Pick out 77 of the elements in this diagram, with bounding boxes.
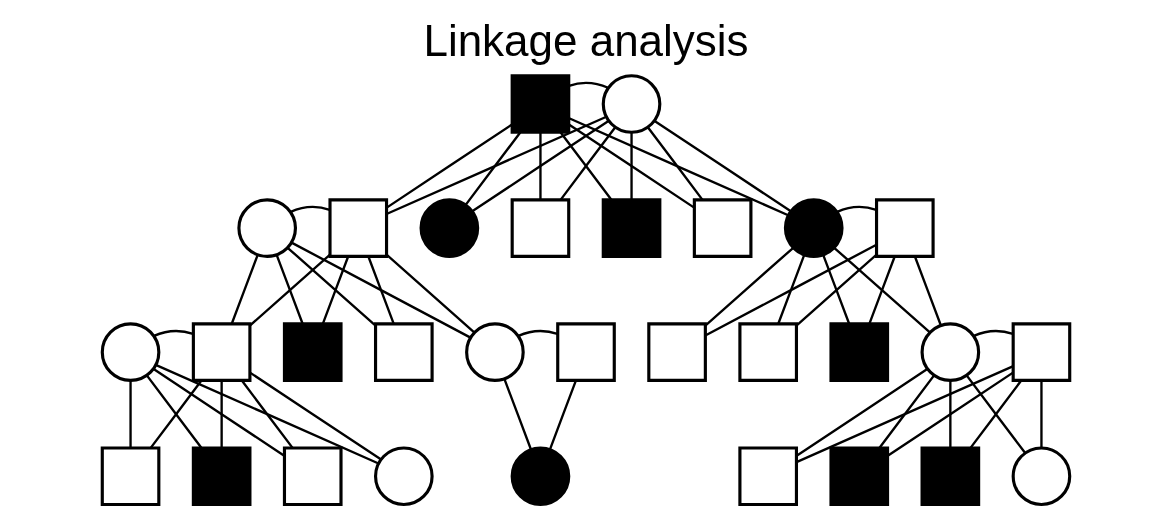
node-box	[738, 446, 799, 507]
connector	[240, 379, 294, 449]
connector	[878, 374, 935, 449]
node-circle	[510, 446, 571, 507]
node-box	[1011, 322, 1072, 382]
connector	[517, 329, 558, 338]
connector	[822, 254, 851, 325]
node-box	[920, 446, 981, 507]
connector	[287, 247, 377, 327]
node-circle	[601, 74, 662, 134]
connector	[290, 205, 331, 213]
connector	[230, 254, 259, 325]
connector	[795, 253, 878, 327]
connector	[868, 256, 896, 325]
connector	[777, 254, 806, 325]
connector	[949, 380, 952, 448]
connector	[796, 365, 1014, 464]
connector	[1040, 380, 1043, 448]
node-box	[510, 74, 571, 134]
connector	[249, 253, 331, 327]
connector	[386, 115, 607, 216]
connector	[385, 253, 475, 334]
node-box	[829, 446, 890, 507]
node-box	[328, 198, 389, 258]
node-circle	[100, 322, 161, 382]
connector	[796, 368, 928, 457]
node-circle	[465, 322, 525, 382]
connector	[568, 117, 789, 217]
node-box	[556, 322, 616, 382]
node-box	[874, 198, 935, 258]
connector	[220, 380, 223, 448]
node-box	[100, 446, 161, 507]
connector	[464, 131, 522, 206]
node-box	[374, 322, 434, 382]
connector	[705, 243, 877, 337]
node-circle	[374, 446, 434, 507]
connector	[471, 119, 610, 213]
node-circle	[419, 198, 480, 258]
connector	[973, 329, 1014, 338]
node-circle	[920, 322, 981, 382]
node-circle	[237, 198, 298, 258]
connector	[155, 364, 379, 465]
connector	[249, 371, 382, 461]
node-circle	[1011, 446, 1072, 507]
connector	[913, 256, 942, 326]
node-circle	[783, 198, 844, 258]
node-box	[738, 322, 799, 382]
connector	[704, 247, 794, 327]
connector	[153, 329, 194, 338]
connector	[887, 371, 1014, 457]
node-box	[601, 198, 662, 258]
connector	[653, 119, 792, 213]
connector	[836, 205, 877, 213]
node-box	[191, 322, 252, 382]
connector	[386, 123, 513, 209]
connector	[539, 132, 542, 200]
connector	[503, 378, 533, 450]
node-box	[510, 198, 571, 258]
connector	[833, 247, 931, 334]
diagram-title: Linkage analysis	[423, 15, 749, 65]
connector	[367, 256, 395, 325]
node-box	[282, 446, 343, 507]
node-box	[282, 322, 343, 382]
connector	[630, 132, 633, 200]
connector	[548, 380, 577, 450]
connector	[646, 126, 704, 201]
connector	[568, 123, 695, 209]
node-box	[829, 322, 890, 382]
connector	[275, 254, 304, 325]
connector	[321, 256, 350, 325]
connector	[129, 380, 132, 448]
connector	[152, 368, 285, 457]
node-box	[692, 198, 753, 258]
node-box	[191, 446, 252, 507]
connector	[568, 81, 609, 89]
connector	[291, 241, 471, 339]
node-box	[647, 322, 707, 382]
